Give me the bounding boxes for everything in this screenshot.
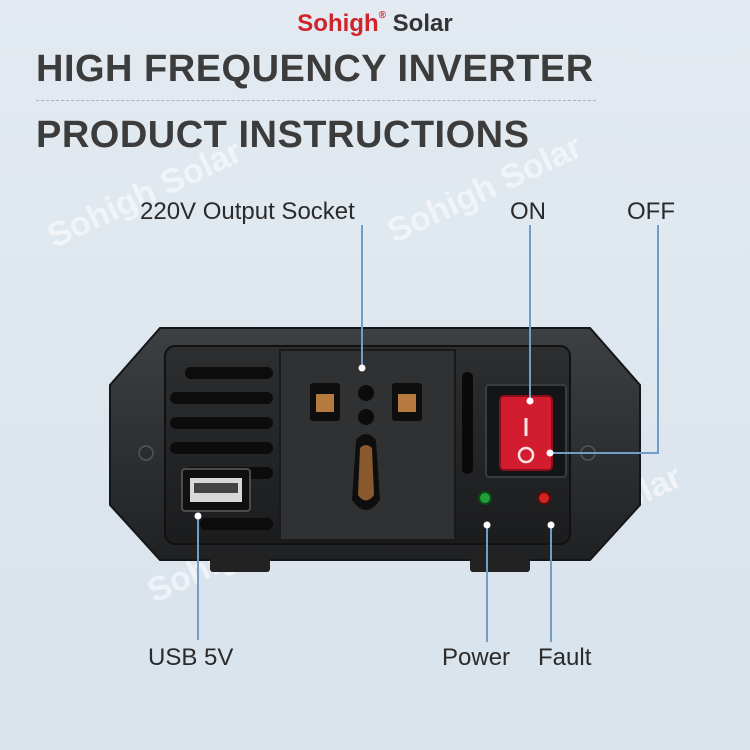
power-switch bbox=[485, 384, 567, 478]
label-output-socket: 220V Output Socket bbox=[140, 198, 355, 225]
label-on: ON bbox=[510, 198, 546, 225]
label-usb: USB 5V bbox=[148, 644, 234, 671]
callout-dots bbox=[194, 364, 555, 529]
callout-lines bbox=[197, 225, 659, 642]
label-power: Power bbox=[442, 644, 511, 671]
fault-led bbox=[537, 491, 551, 505]
page-subtitle: PRODUCT INSTRUCTIONS bbox=[36, 114, 530, 156]
power-led bbox=[478, 491, 492, 505]
label-off: OFF bbox=[627, 198, 675, 225]
panel-slot bbox=[462, 372, 473, 474]
brand-logo: Sohigh® Solar bbox=[297, 10, 453, 37]
screw bbox=[138, 445, 154, 461]
title-divider bbox=[36, 100, 596, 101]
label-fault: Fault bbox=[538, 644, 592, 671]
output-socket bbox=[279, 349, 456, 541]
usb-port bbox=[181, 468, 251, 512]
page-title: HIGH FREQUENCY INVERTER bbox=[36, 48, 594, 90]
